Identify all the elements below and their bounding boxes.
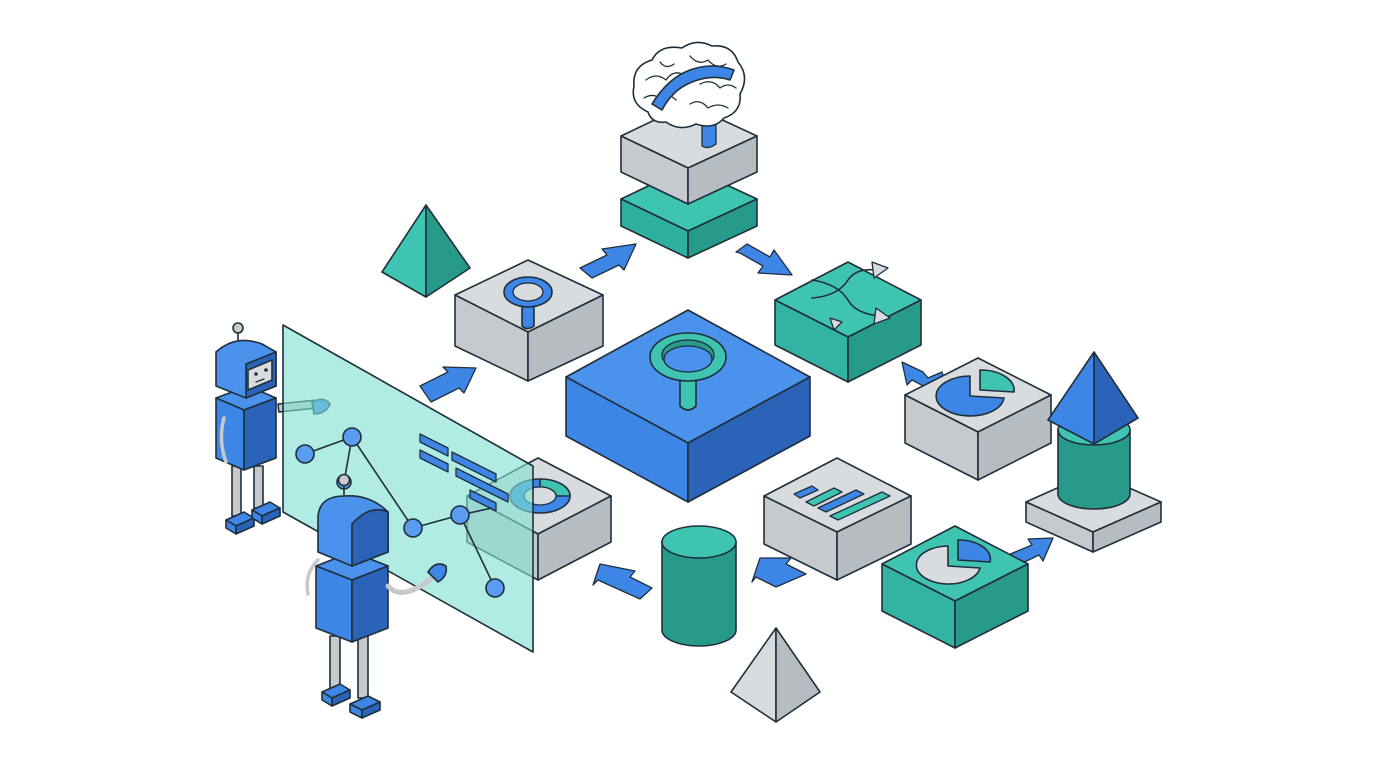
bar-chart-block [763, 457, 912, 581]
shuffle-block [774, 261, 922, 383]
robot-back-legs [225, 465, 281, 535]
bar-chart-icon [793, 485, 891, 521]
network-graph-icon [295, 427, 505, 598]
robot-front-right-arm [385, 563, 448, 595]
database-cylinder [661, 525, 737, 647]
arrow-to-search [419, 366, 477, 403]
flow-arrows [419, 243, 1054, 600]
robot-front-legs [321, 635, 381, 719]
arrow-to-cylinder [751, 557, 807, 588]
pie-chart-icon [935, 369, 1015, 417]
arrow-to-donut [592, 563, 653, 600]
arrow-from-brain [735, 243, 793, 276]
robot-back-head [215, 322, 277, 399]
pyramid-cylinder-tower [1025, 351, 1162, 553]
pie-chart-teal-block [881, 525, 1029, 649]
brain-stack [620, 41, 758, 259]
pyramid-icon [1047, 351, 1139, 445]
search-block [454, 259, 604, 382]
teal-pie-chart-icon [915, 539, 992, 585]
pyramid-teal [381, 204, 471, 298]
central-search-block [565, 309, 811, 503]
central-magnifier-icon [649, 332, 727, 411]
shuffle-icon [811, 261, 891, 331]
robot-front-head [317, 473, 389, 567]
robot-front [305, 473, 448, 719]
panel-surface [282, 324, 534, 653]
robot-front-left-arm [305, 558, 320, 596]
magnifier-icon [503, 276, 553, 330]
arrow-to-brain [579, 243, 637, 279]
brain-icon [632, 41, 746, 149]
pie-chart-block [904, 357, 1052, 481]
panel-text-bars [419, 433, 509, 512]
pyramid-gray [730, 627, 821, 723]
holographic-graph-panel [282, 324, 534, 653]
